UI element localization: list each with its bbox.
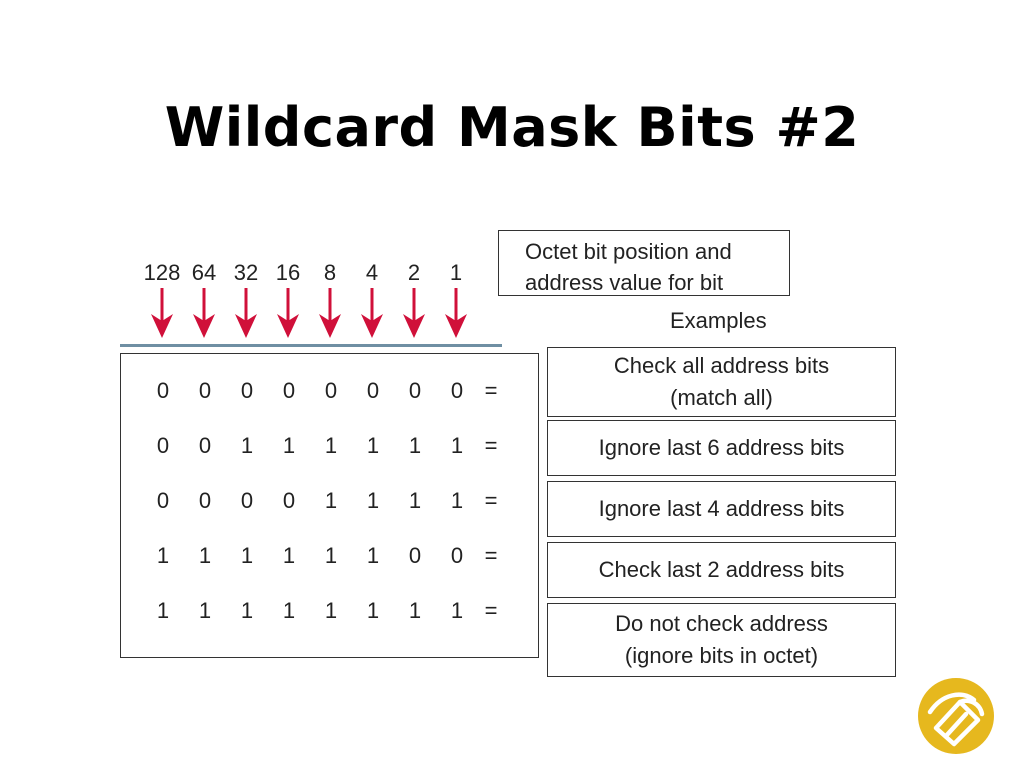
bit-cell: 1 xyxy=(282,543,296,568)
example-text: (match all) xyxy=(670,385,773,410)
bit-cell: 1 xyxy=(240,598,254,623)
equals-sign: = xyxy=(484,433,498,458)
example-box: Check all address bits (match all) xyxy=(547,347,896,417)
bit-position-label: 4 xyxy=(365,260,379,285)
bit-position-label: 64 xyxy=(191,260,217,285)
equals-sign: = xyxy=(484,543,498,568)
down-arrow-icon xyxy=(361,288,383,338)
examples-label: Examples xyxy=(670,308,767,333)
bit-position-label: 16 xyxy=(275,260,301,285)
bit-cell: 0 xyxy=(240,378,254,403)
bit-cell: 1 xyxy=(366,598,380,623)
bit-cell: 1 xyxy=(240,543,254,568)
bit-cell: 0 xyxy=(282,488,296,513)
bit-position-label: 8 xyxy=(323,260,337,285)
bit-cell: 1 xyxy=(282,433,296,458)
logo-icon xyxy=(918,678,994,754)
bit-cell: 1 xyxy=(198,543,212,568)
example-box: Ignore last 4 address bits xyxy=(547,481,896,537)
bit-cell: 1 xyxy=(450,598,464,623)
example-text: Check last 2 address bits xyxy=(598,557,845,582)
bit-cell: 1 xyxy=(324,433,338,458)
equals-sign: = xyxy=(484,488,498,513)
bit-position-label: 32 xyxy=(233,260,259,285)
bit-cell: 0 xyxy=(282,378,296,403)
down-arrow-icon xyxy=(277,288,299,338)
example-text: (ignore bits in octet) xyxy=(624,643,819,668)
example-text: Check all address bits xyxy=(613,353,830,378)
bit-cell: 1 xyxy=(408,433,422,458)
bit-cell: 0 xyxy=(366,378,380,403)
bit-position-label: 128 xyxy=(143,260,181,285)
example-text: Ignore last 6 address bits xyxy=(598,435,845,460)
example-box: Ignore last 6 address bits xyxy=(547,420,896,476)
down-arrow-icon xyxy=(151,288,173,338)
bit-cell: 1 xyxy=(282,598,296,623)
bit-cell: 0 xyxy=(408,378,422,403)
bit-cell: 0 xyxy=(156,488,170,513)
bit-cell: 1 xyxy=(240,433,254,458)
example-text: Ignore last 4 address bits xyxy=(598,496,845,521)
bit-cell: 1 xyxy=(156,543,170,568)
bit-cell: 1 xyxy=(408,488,422,513)
bit-cell: 0 xyxy=(450,543,464,568)
bit-cell: 1 xyxy=(450,433,464,458)
bit-cell: 0 xyxy=(408,543,422,568)
bit-cell: 1 xyxy=(366,488,380,513)
bit-cell: 1 xyxy=(324,598,338,623)
header-divider-line xyxy=(120,344,502,347)
bit-cell: 0 xyxy=(324,378,338,403)
legend-box: Octet bit position and address value for… xyxy=(498,230,790,296)
bit-cell: 0 xyxy=(198,433,212,458)
bit-cell: 0 xyxy=(450,378,464,403)
bit-cell: 0 xyxy=(156,433,170,458)
equals-sign: = xyxy=(484,598,498,623)
down-arrow-icon xyxy=(403,288,425,338)
slide-title: Wildcard Mask Bits #2 xyxy=(164,96,860,159)
bit-cell: 0 xyxy=(240,488,254,513)
bit-position-label: 1 xyxy=(449,260,463,285)
legend-line-1: Octet bit position and xyxy=(525,239,732,264)
bit-cell: 1 xyxy=(450,488,464,513)
bit-cell: 1 xyxy=(366,433,380,458)
bit-cell: 1 xyxy=(198,598,212,623)
bit-cell: 1 xyxy=(156,598,170,623)
bit-cell: 1 xyxy=(366,543,380,568)
equals-sign: = xyxy=(484,378,498,403)
bit-position-label: 2 xyxy=(407,260,421,285)
bit-cell: 0 xyxy=(156,378,170,403)
wildcard-bit-matrix: 0 0 0 0 0 0 0 0 = 0 0 1 1 1 1 1 1 = 0 0 0 0 1 1 1 1 = 1 1 1 1 1 1 0 0 = 1 1 1 1… xyxy=(120,353,539,658)
bit-cell: 1 xyxy=(324,488,338,513)
bit-cell: 0 xyxy=(198,378,212,403)
down-arrow-icon xyxy=(235,288,257,338)
bit-cell: 0 xyxy=(198,488,212,513)
bit-cell: 1 xyxy=(408,598,422,623)
bit-cell: 1 xyxy=(324,543,338,568)
down-arrow-icon xyxy=(193,288,215,338)
example-box: Do not check address (ignore bits in octe… xyxy=(547,603,896,677)
down-arrow-icon xyxy=(445,288,467,338)
example-box: Check last 2 address bits xyxy=(547,542,896,598)
legend-line-2: address value for bit xyxy=(525,270,724,295)
example-text: Do not check address xyxy=(615,611,828,636)
down-arrow-icon xyxy=(319,288,341,338)
